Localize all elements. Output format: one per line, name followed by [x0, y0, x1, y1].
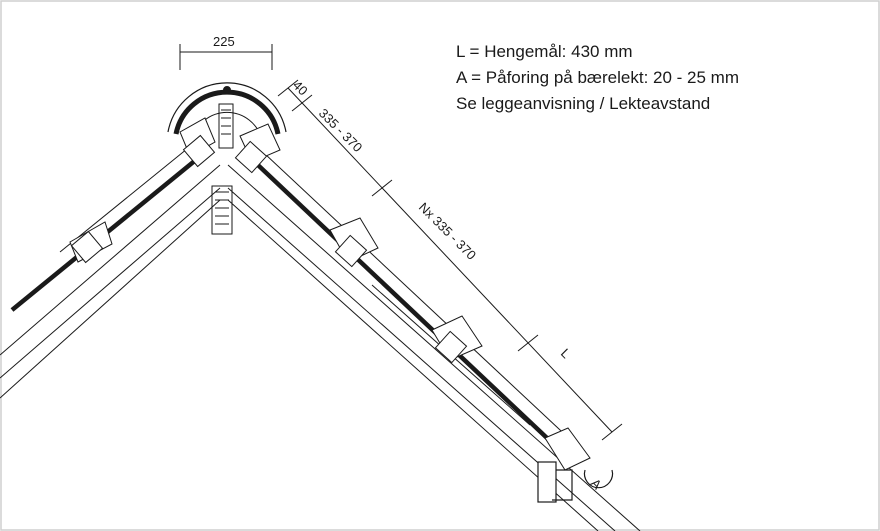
legend-line-counter-batten: A = Påforing på bærelekt: 20 - 25 mm — [456, 68, 740, 87]
dim-top-gap-label: 40 — [290, 78, 311, 99]
ridge-timber — [211, 103, 234, 235]
dim-ridge-width — [179, 44, 273, 70]
gutter-detail — [537, 461, 614, 503]
dim-counter-batten-label: A — [588, 476, 605, 493]
dim-slope-line — [277, 79, 623, 441]
dim-ridge-width-label: 225 — [213, 34, 235, 49]
left-tile-courses — [10, 117, 216, 312]
right-tile-courses — [234, 123, 591, 471]
dim-batten-spacing-label: Nx 335 - 370 — [416, 200, 479, 263]
dim-hang-length-label: L — [558, 346, 574, 362]
legend-line-hang-length: L = Hengemål: 430 mm — [456, 42, 633, 61]
dim-first-batten-label: 335 - 370 — [316, 106, 365, 155]
legend-line-laying-guide: Se leggeanvisning / Lekteavstand — [456, 94, 711, 113]
